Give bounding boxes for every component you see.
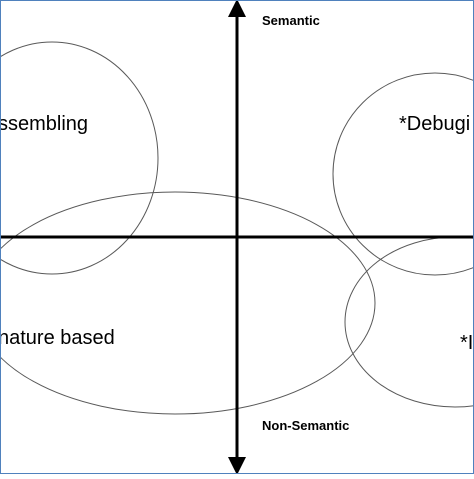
signature-based-region: [0, 191, 376, 415]
axis-label-semantic: Semantic: [262, 13, 320, 28]
lower-right-region: [344, 236, 474, 408]
axis-label-non-semantic: Non-Semantic: [262, 418, 349, 433]
region-label-disassembling: ssembling: [0, 113, 88, 135]
disassembling-region: [0, 41, 159, 275]
region-label-signature-based: nature based: [0, 327, 115, 349]
debugging-region: [332, 72, 474, 276]
region-label-debugging: *Debugi: [399, 113, 470, 135]
region-label-lower-right: *I: [460, 332, 473, 354]
